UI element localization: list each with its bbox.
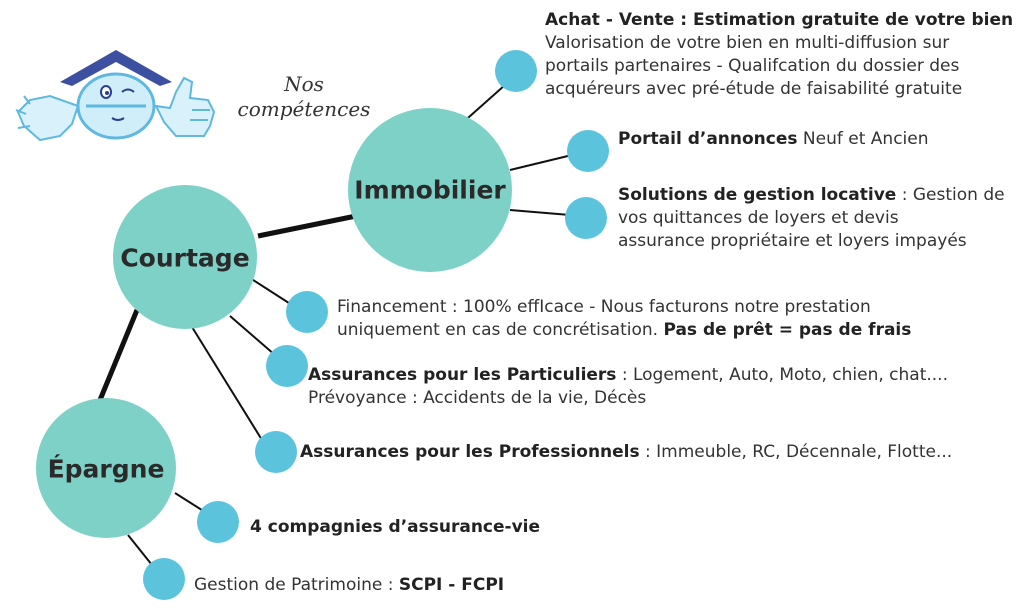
assurances-particuliers-rest: : Logement, Auto, Moto, chien, chat.... bbox=[616, 365, 948, 385]
connector-assurance-vie bbox=[174, 492, 206, 513]
assurances-particuliers-bold: Assurances pour les Particuliers bbox=[308, 365, 617, 385]
tagline-line2: compétences bbox=[237, 97, 371, 121]
hub-label-immobilier: Immobilier bbox=[354, 175, 506, 205]
achat-vente-line2: portails partenaires - Qualifcation du d… bbox=[545, 56, 960, 76]
tagline: Nos compétences bbox=[236, 72, 372, 122]
hub-courtage bbox=[113, 185, 257, 329]
patrimoine-text: Gestion de Patrimoine : bbox=[194, 575, 399, 595]
connector-gestion-locative bbox=[509, 209, 571, 216]
item-financement: Financement : 100% effIcace - Nous factu… bbox=[337, 296, 977, 342]
gestion-locative-line2: vos quittances de loyers et devis bbox=[618, 208, 899, 228]
portail-bold: Portail d’annonces bbox=[618, 129, 798, 149]
item-assurances-pro: Assurances pour les Professionnels : Imm… bbox=[300, 441, 1020, 464]
patrimoine-bold: SCPI - FCPI bbox=[398, 575, 505, 595]
item-portail: Portail d’annonces Neuf et Ancien bbox=[618, 128, 1018, 151]
item-assurance-vie: 4 compagnies d’assurance-vie bbox=[250, 516, 650, 539]
gestion-locative-line3: assurance propriétaire et loyers impayés bbox=[618, 231, 967, 251]
item-gestion-locative: Solutions de gestion locative : Gestion … bbox=[618, 184, 1018, 253]
portail-rest: Neuf et Ancien bbox=[797, 129, 929, 149]
financement-line1: Financement : 100% effIcace - Nous factu… bbox=[337, 297, 871, 317]
node-assurances-pro bbox=[255, 431, 297, 473]
connector-courtage-epargne bbox=[97, 309, 140, 401]
connector-financement bbox=[249, 277, 293, 306]
hub-immobilier bbox=[348, 108, 512, 272]
tagline-line1: Nos bbox=[284, 72, 324, 96]
connector-patrimoine bbox=[127, 534, 153, 566]
hub-label-epargne: Épargne bbox=[47, 454, 165, 484]
connector-courtage-immobilier bbox=[257, 213, 357, 239]
assurances-pro-bold: Assurances pour les Professionnels bbox=[300, 442, 640, 462]
financement-line2-text: uniquement en cas de concrétisation. bbox=[337, 320, 664, 340]
assurance-vie-bold: 4 compagnies d’assurance-vie bbox=[250, 517, 541, 537]
house-mascot-thumbs-up-icon bbox=[15, 50, 216, 142]
connector-assurances-particuliers bbox=[229, 315, 276, 356]
gestion-locative-rest: : Gestion de bbox=[896, 185, 1005, 205]
node-assurance-vie bbox=[197, 501, 239, 543]
connector-portail bbox=[509, 154, 573, 171]
gestion-locative-bold: Solutions de gestion locative bbox=[618, 185, 897, 205]
assurances-pro-rest: : Immeuble, RC, Décennale, Flotte... bbox=[639, 442, 953, 462]
item-patrimoine: Gestion de Patrimoine : SCPI - FCPI bbox=[194, 574, 614, 597]
hub-label-courtage: Courtage bbox=[120, 243, 250, 273]
achat-vente-line1: Valorisation de votre bien en multi-diff… bbox=[545, 33, 950, 53]
item-achat-vente: Achat - Vente : Estimation gratuite de v… bbox=[545, 9, 1015, 101]
financement-line2-bold: Pas de prêt = pas de frais bbox=[663, 320, 912, 340]
node-portail bbox=[567, 130, 609, 172]
item-assurances-particuliers: Assurances pour les Particuliers : Logem… bbox=[308, 364, 1008, 410]
node-patrimoine bbox=[143, 558, 185, 600]
node-financement bbox=[286, 291, 328, 333]
connector-assurances-pro bbox=[191, 326, 263, 441]
achat-vente-title: Achat - Vente : Estimation gratuite de v… bbox=[545, 10, 1014, 30]
node-gestion-locative bbox=[565, 197, 607, 239]
node-achat-vente bbox=[495, 50, 537, 92]
hub-epargne bbox=[36, 398, 176, 538]
assurances-particuliers-line2: Prévoyance : Accidents de la vie, Décès bbox=[308, 388, 647, 408]
achat-vente-line3: acquéreurs avec pré-étude de faisabilité… bbox=[545, 79, 963, 99]
node-assurances-particuliers bbox=[266, 345, 308, 387]
